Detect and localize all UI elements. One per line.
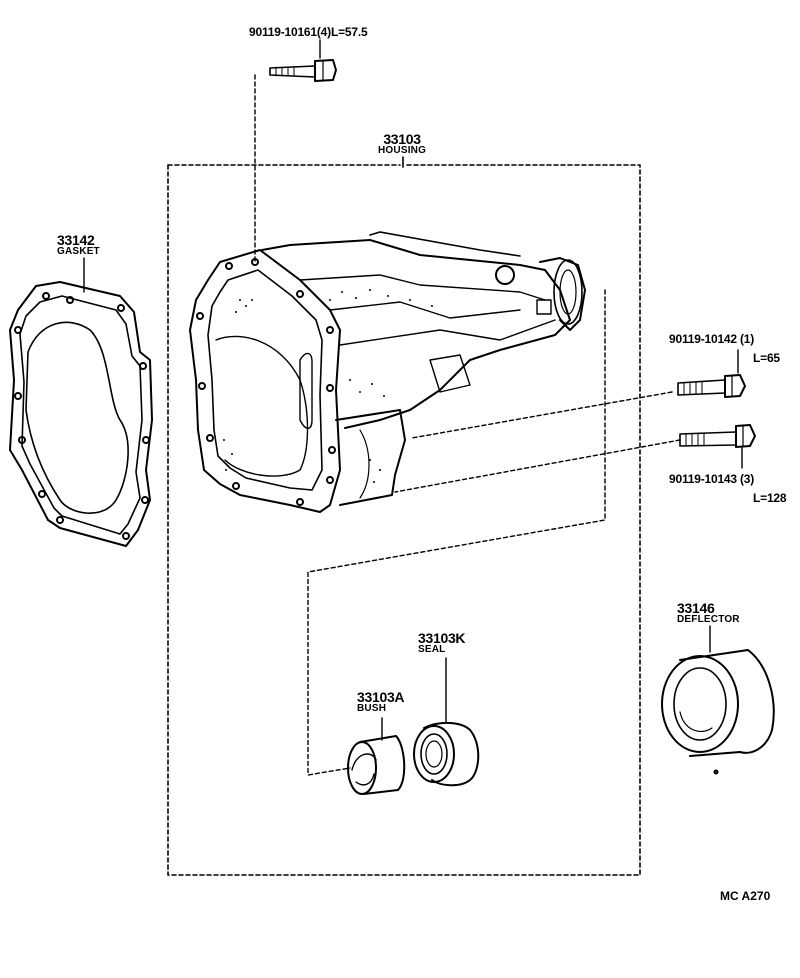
deflector-label: 33146 DEFLECTOR: [677, 601, 740, 625]
seal-name: SEAL: [418, 644, 446, 655]
bearing-group-bracket: [307, 289, 606, 776]
seal-number: 33103K: [418, 630, 466, 646]
bush-number: 33103A: [357, 689, 405, 705]
housing-drawing: [189, 231, 586, 513]
bolt-142-part-number: 90119-10142 (1): [669, 332, 755, 346]
housing-label: 33103 HOUSING: [378, 132, 426, 156]
deflector-drawing: [661, 649, 775, 775]
bolt-top-part-number: 90119-10161(4)L=57.5: [249, 25, 368, 39]
deflector-name: DEFLECTOR: [677, 614, 740, 625]
bush-drawing: [347, 735, 406, 795]
gasket-number: 33142: [57, 232, 95, 248]
bush-label: 33103A BUSH: [357, 689, 405, 714]
gasket-name: GASKET: [57, 246, 100, 257]
seal-label: 33103K SEAL: [418, 630, 466, 655]
deflector-number: 33146: [677, 600, 715, 616]
bolt-142-leader: [411, 391, 673, 439]
gasket-drawing: [9, 281, 153, 547]
bolt-142-length: L=65: [753, 351, 780, 365]
housing-group-bracket: [167, 156, 641, 876]
bolt-143-icon: [679, 424, 756, 448]
bolt-142-icon: [677, 374, 746, 398]
bolt-143-leader: [394, 439, 681, 493]
figure-code: MC A270: [720, 889, 771, 903]
bolt-top-icon: [269, 59, 337, 82]
bolt-143-length: L=128: [753, 491, 787, 505]
gasket-label: 33142 GASKET: [57, 233, 100, 257]
housing-name: HOUSING: [378, 145, 427, 156]
seal-drawing: [413, 722, 480, 787]
bush-name: BUSH: [357, 703, 387, 714]
housing-number: 33103: [383, 131, 421, 147]
bolt-143-part-number: 90119-10143 (3): [669, 472, 755, 486]
